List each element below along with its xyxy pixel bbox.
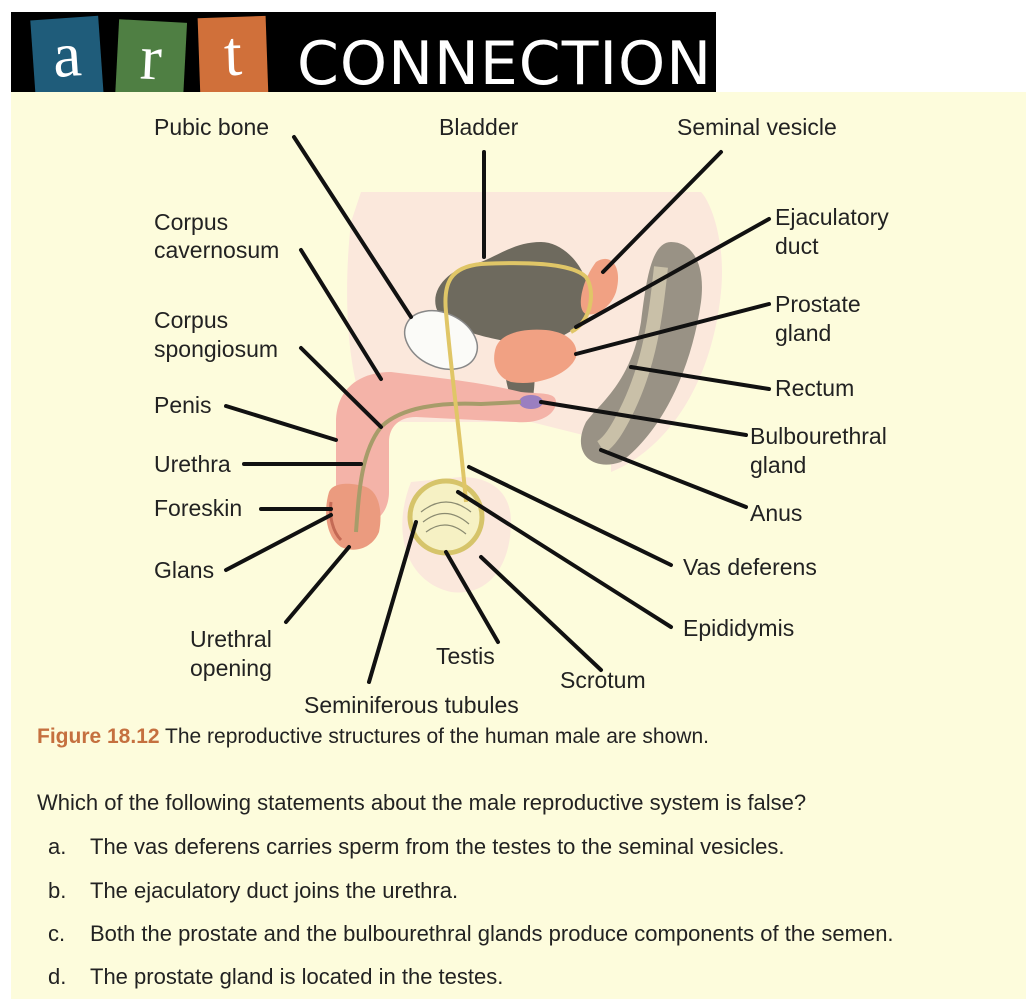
- option-a: a.The vas deferens carries sperm from th…: [48, 834, 785, 860]
- option-text: The prostate gland is located in the tes…: [90, 964, 503, 989]
- label-urethral-opening-2: opening: [190, 655, 272, 681]
- label-testis: Testis: [436, 643, 495, 669]
- reproductive-anatomy-diagram: Pubic bone Bladder Seminal vesicle Corpu…: [11, 92, 1026, 722]
- label-pubic-bone: Pubic bone: [154, 114, 269, 140]
- option-text: The ejaculatory duct joins the urethra.: [90, 878, 458, 903]
- label-anus: Anus: [750, 500, 802, 526]
- label-epididymis: Epididymis: [683, 615, 794, 641]
- glans-shape: [326, 484, 380, 550]
- option-letter: d.: [48, 964, 90, 990]
- label-ejaculatory-duct-2: duct: [775, 233, 819, 259]
- label-glans: Glans: [154, 557, 214, 583]
- label-vas-deferens: Vas deferens: [683, 554, 817, 580]
- label-penis: Penis: [154, 392, 212, 418]
- leader-seminiferous-tubules: [369, 522, 416, 682]
- option-text: Both the prostate and the bulbourethral …: [90, 921, 894, 946]
- option-b: b.The ejaculatory duct joins the urethra…: [48, 878, 458, 904]
- figure-caption-text: The reproductive structures of the human…: [160, 725, 709, 748]
- banner-tile-a: a: [30, 16, 103, 101]
- banner-tile-r: r: [115, 19, 187, 102]
- art-connection-banner: a r t CONNECTION: [11, 12, 716, 92]
- leader-scrotum: [481, 557, 601, 670]
- option-letter: a.: [48, 834, 90, 860]
- label-corpus-cavernosum-1: Corpus: [154, 209, 228, 235]
- label-corpus-spongiosum-1: Corpus: [154, 307, 228, 333]
- label-ejaculatory-duct-1: Ejaculatory: [775, 204, 889, 230]
- testis-shape: [410, 481, 482, 553]
- leader-anus: [601, 450, 746, 507]
- leader-penis: [226, 406, 336, 440]
- label-bulbourethral-gland-1: Bulbourethral: [750, 423, 887, 449]
- label-corpus-cavernosum-2: cavernosum: [154, 237, 279, 263]
- label-foreskin: Foreskin: [154, 495, 242, 521]
- label-seminal-vesicle: Seminal vesicle: [677, 114, 837, 140]
- label-bulbourethral-gland-2: gland: [750, 452, 806, 478]
- option-text: The vas deferens carries sperm from the …: [90, 834, 785, 859]
- option-letter: c.: [48, 921, 90, 947]
- label-corpus-spongiosum-2: spongiosum: [154, 336, 278, 362]
- label-prostate-gland-2: gland: [775, 320, 831, 346]
- label-prostate-gland-1: Prostate: [775, 291, 861, 317]
- label-rectum: Rectum: [775, 375, 854, 401]
- label-scrotum: Scrotum: [560, 667, 646, 693]
- label-urethra: Urethra: [154, 451, 231, 477]
- leader-urethral-opening: [286, 547, 349, 622]
- banner-title: CONNECTION: [297, 32, 712, 96]
- option-letter: b.: [48, 878, 90, 904]
- figure-number: Figure 18.12: [37, 725, 160, 748]
- label-urethral-opening-1: Urethral: [190, 626, 272, 652]
- leader-glans: [226, 515, 331, 570]
- option-d: d.The prostate gland is located in the t…: [48, 964, 503, 990]
- figure-caption: Figure 18.12 The reproductive structures…: [37, 725, 709, 749]
- figure-panel: Pubic bone Bladder Seminal vesicle Corpu…: [11, 92, 1026, 999]
- option-c: c.Both the prostate and the bulbourethra…: [48, 921, 894, 947]
- banner-tile-t: t: [198, 16, 269, 98]
- label-seminiferous-tubules: Seminiferous tubules: [304, 692, 519, 718]
- label-bladder: Bladder: [439, 114, 519, 140]
- question-prompt: Which of the following statements about …: [37, 790, 806, 816]
